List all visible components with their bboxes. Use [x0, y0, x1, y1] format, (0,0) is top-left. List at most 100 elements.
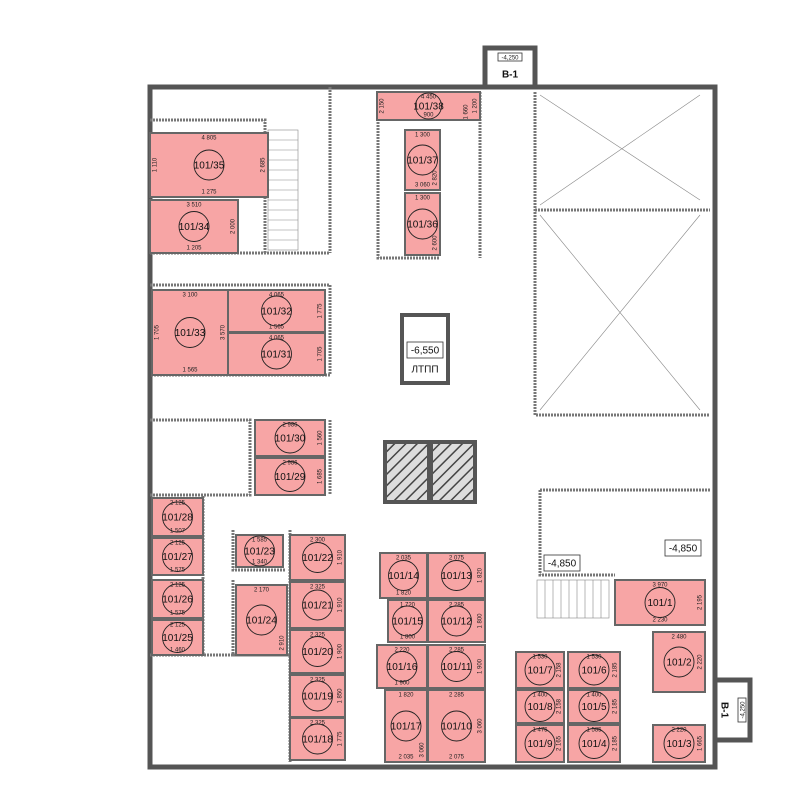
- level-value: -6,550: [411, 346, 440, 357]
- room-number: 101/8: [527, 702, 552, 713]
- room-dimension: 1 400: [586, 693, 602, 699]
- room-101-24: 101/24 2 170 2 910: [235, 584, 288, 656]
- room-dimension: 3 570: [221, 324, 227, 340]
- room-dimension: 2 685: [261, 157, 267, 173]
- room-number: 101/29: [275, 472, 306, 483]
- room-tag-circle: [524, 691, 556, 722]
- room-101-21: 101/21 2 325 1 910: [289, 581, 346, 629]
- room-number: 101/18: [302, 735, 333, 746]
- level-mark: -4,250: [497, 52, 523, 62]
- room-area: [376, 644, 428, 689]
- room-dimension: 2 285: [449, 603, 465, 609]
- room-dimension: 1 820: [398, 693, 414, 699]
- room-dimension: 1 910: [338, 549, 344, 565]
- level-mark: -4,850: [664, 539, 702, 557]
- room-area: [384, 689, 428, 763]
- room-area: [427, 689, 486, 763]
- room-dimension: 1 275: [201, 190, 217, 196]
- room-dimension: 2 035: [398, 755, 414, 761]
- room-dimension: 2 185: [613, 698, 619, 714]
- room-dimension: 3 100: [182, 293, 198, 299]
- room-tag-circle: [663, 646, 695, 678]
- room-number: 101/16: [387, 662, 418, 673]
- room-dimension: 3 970: [652, 583, 668, 589]
- room-dimension: 1 400: [532, 693, 548, 699]
- room-tag-circle: [441, 560, 472, 591]
- room-area: [567, 724, 621, 763]
- level-mark: -6,550: [406, 341, 444, 359]
- room-number: 101/11: [442, 662, 472, 673]
- level-box: [737, 697, 747, 723]
- room-area: [289, 674, 346, 718]
- room-dimension: 2 125: [170, 541, 186, 547]
- room-number: 101/14: [388, 571, 419, 582]
- room-dimension: 1 820: [396, 591, 412, 597]
- room-number: 101/5: [581, 702, 606, 713]
- room-tag-circle: [244, 535, 275, 567]
- room-dimension: 1 900: [394, 681, 410, 687]
- room-number: 101/24: [246, 616, 277, 627]
- room-tag-circle: [302, 680, 333, 712]
- room-number: 101/34: [179, 222, 210, 233]
- room-number: 101/21: [302, 601, 333, 612]
- room-number: 101/7: [527, 666, 552, 677]
- room-tag-circle: [390, 710, 422, 742]
- room-dimension: 2 285: [449, 648, 465, 654]
- level-value: -4,250: [741, 701, 747, 719]
- room-dimension: 2 325: [310, 585, 326, 591]
- room-dimension: 1 800: [400, 635, 416, 641]
- room-area: [254, 457, 326, 496]
- level-value: -4,850: [548, 559, 577, 570]
- room-number: 101/1: [647, 598, 672, 609]
- room-dimension: 1 910: [338, 597, 344, 613]
- room-area: [289, 629, 346, 674]
- room-dimension: 2 170: [254, 588, 270, 594]
- room-dimension: 2 165: [557, 735, 563, 751]
- room-tag-circle: [392, 605, 423, 637]
- outer-wall: [147, 84, 718, 770]
- room-dimension: 1 775: [318, 303, 324, 319]
- level-mark: -4,250: [737, 697, 747, 723]
- room-tag-circle: [415, 92, 442, 120]
- room-number: 101/6: [581, 666, 606, 677]
- room-dimension: 2 220: [394, 648, 410, 654]
- room-number: 101/25: [162, 633, 193, 644]
- room-tag-circle: [302, 723, 333, 755]
- room-number: 101/31: [261, 350, 292, 361]
- room-dimension: 1 850: [338, 688, 344, 704]
- room-area: [652, 724, 706, 763]
- room-tag-circle: [407, 208, 438, 240]
- room-dimension: 1 575: [170, 568, 186, 574]
- room-tag-circle: [193, 149, 225, 181]
- core-label: ЛТПП: [411, 365, 438, 376]
- room-dimension: 4 065: [269, 293, 285, 299]
- room-dimension: 2 910: [280, 635, 286, 651]
- room-tag-circle: [261, 338, 292, 370]
- room-dimension: 1 585: [252, 538, 268, 544]
- room-area: [427, 644, 486, 689]
- room-dimension: 2 075: [449, 556, 465, 562]
- room-dimension: 1 200: [473, 98, 479, 114]
- room-tag-circle: [178, 211, 210, 242]
- room-dimension: 1 530: [532, 655, 548, 661]
- room-dimension: 1 205: [186, 246, 202, 252]
- section-mark: B-1: [718, 702, 729, 719]
- room-dimension: 2 986: [282, 423, 298, 429]
- room-dimension: 2 220: [671, 728, 687, 734]
- room-number: 101/3: [666, 739, 691, 750]
- room-area: [652, 631, 706, 693]
- room-number: 101/28: [162, 513, 193, 524]
- room-dimension: 2 820: [433, 170, 439, 186]
- room-dimension: 2 185: [613, 662, 619, 678]
